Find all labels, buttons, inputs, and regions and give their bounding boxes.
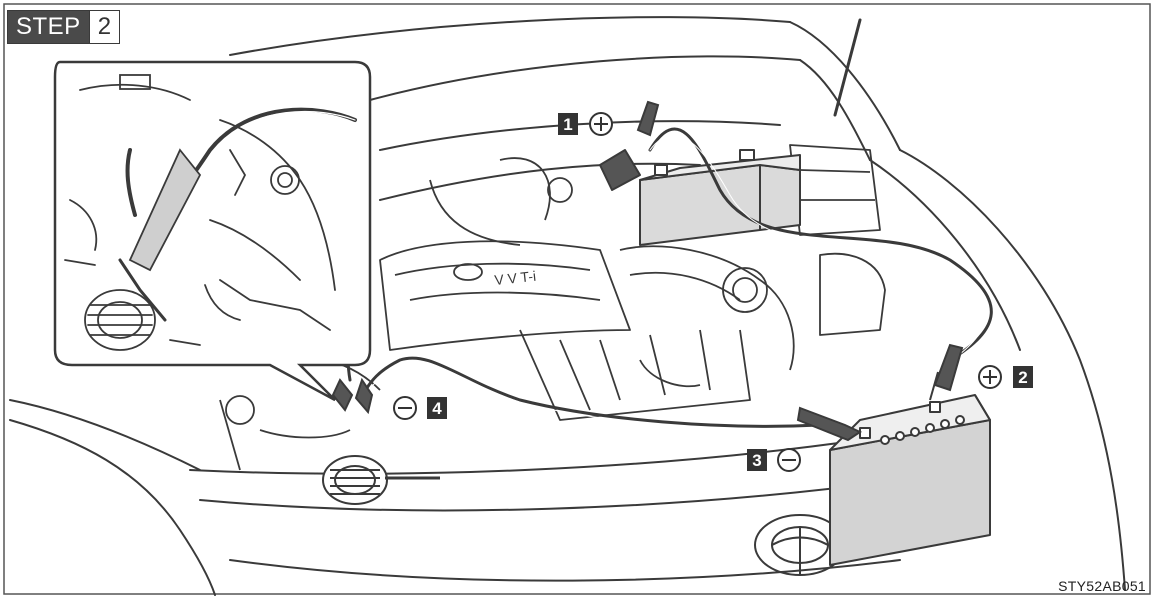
- step-number: 2: [89, 11, 119, 43]
- marker-number: 1: [563, 115, 572, 134]
- marker-number: 4: [432, 399, 442, 418]
- inset-detail: [55, 62, 370, 400]
- step-word: STEP: [8, 11, 89, 43]
- marker-number: 3: [752, 451, 761, 470]
- marker-number: 2: [1018, 368, 1027, 387]
- step-label: STEP 2: [7, 10, 120, 44]
- figure-code: STY52AB051: [1058, 578, 1146, 594]
